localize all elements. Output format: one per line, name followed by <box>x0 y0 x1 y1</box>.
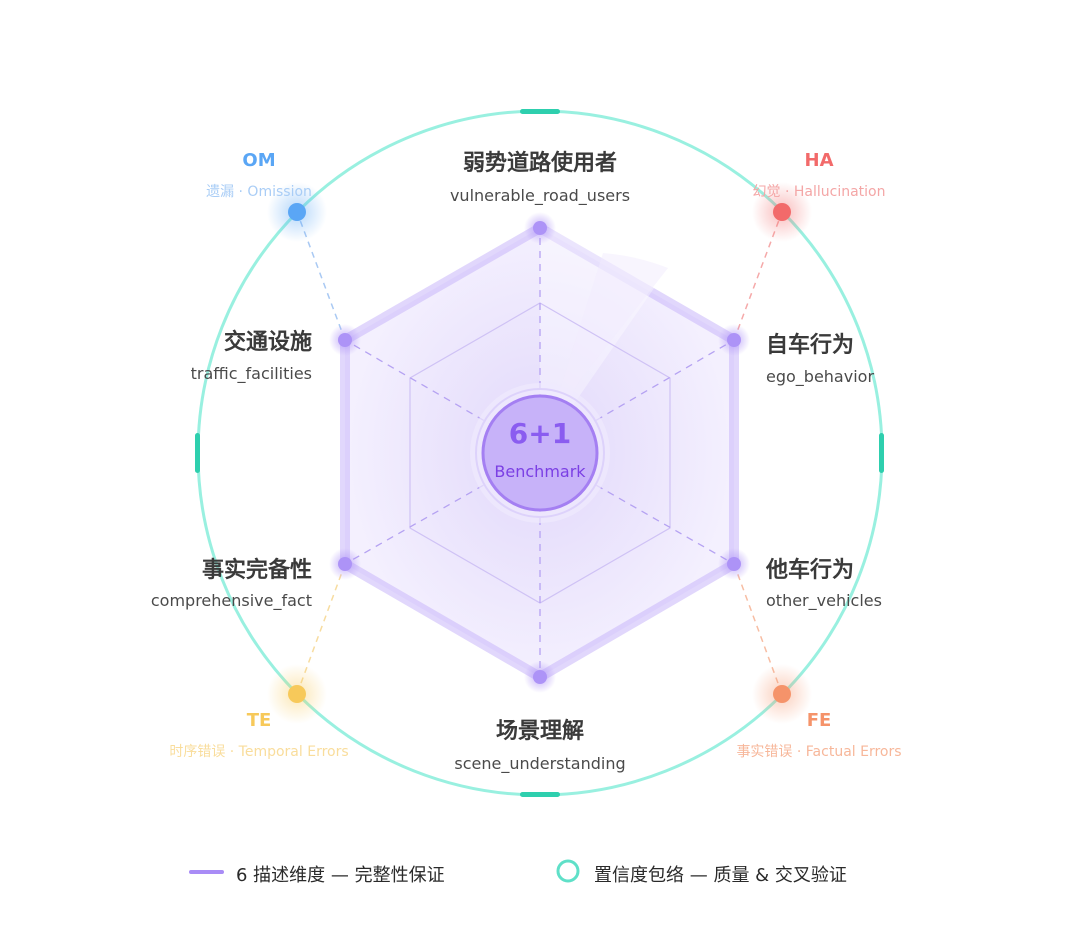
dimension-label-cn: 他车行为 <box>765 557 854 583</box>
error-code-te: TE <box>247 710 272 731</box>
legend-dimensions: 6 描述维度 — 完整性保证 <box>236 865 445 886</box>
error-node-om <box>288 203 306 221</box>
envelope-mark-bottom <box>520 792 560 797</box>
error-sub-fe: 事实错误 · Factual Errors <box>736 744 901 760</box>
dimension-label-cn: 交通设施 <box>224 329 312 355</box>
center-title: 6+1 <box>509 417 571 450</box>
error-node-fe <box>773 685 791 703</box>
error-code-ha: HA <box>805 150 834 171</box>
vertex-dot <box>338 557 352 571</box>
vertex-dot <box>727 333 741 347</box>
error-sub-om: 遗漏 · Omission <box>206 184 312 200</box>
vertex-dot <box>727 557 741 571</box>
dimension-label-en: vulnerable_road_users <box>450 186 630 206</box>
dimension-label-en: other_vehicles <box>766 591 882 611</box>
center-ring <box>475 388 605 518</box>
dimension-label-en: ego_behavior <box>766 367 874 387</box>
error-node-te <box>288 685 306 703</box>
envelope-mark-top <box>520 109 560 114</box>
legend-envelope: 置信度包络 — 质量 & 交叉验证 <box>594 865 847 886</box>
vertex-dot <box>338 333 352 347</box>
center-circle <box>481 394 599 512</box>
vertex-dot <box>533 221 547 235</box>
envelope-mark-left <box>195 433 200 473</box>
error-code-om: OM <box>242 150 275 171</box>
legend-circle-icon <box>556 859 580 883</box>
dimension-label-en: comprehensive_fact <box>151 591 312 611</box>
error-node-ha <box>773 203 791 221</box>
vertex-dots <box>329 212 750 693</box>
dimension-label-cn: 弱势道路使用者 <box>463 150 617 176</box>
spokes <box>344 228 735 677</box>
dimension-label-cn: 自车行为 <box>766 332 854 358</box>
dimension-label-en: traffic_facilities <box>191 364 312 384</box>
error-code-fe: FE <box>807 710 832 731</box>
dimension-label-cn: 场景理解 <box>496 718 584 744</box>
envelope-mark-right <box>879 433 884 473</box>
vertex-dot <box>533 670 547 684</box>
error-sub-ha: 幻觉 · Hallucination <box>753 184 886 200</box>
dimension-label-cn: 事实完备性 <box>202 557 312 583</box>
error-sub-te: 时序错误 · Temporal Errors <box>169 744 348 760</box>
dimension-label-en: scene_understanding <box>454 754 625 774</box>
center-subtitle: Benchmark <box>494 462 586 481</box>
